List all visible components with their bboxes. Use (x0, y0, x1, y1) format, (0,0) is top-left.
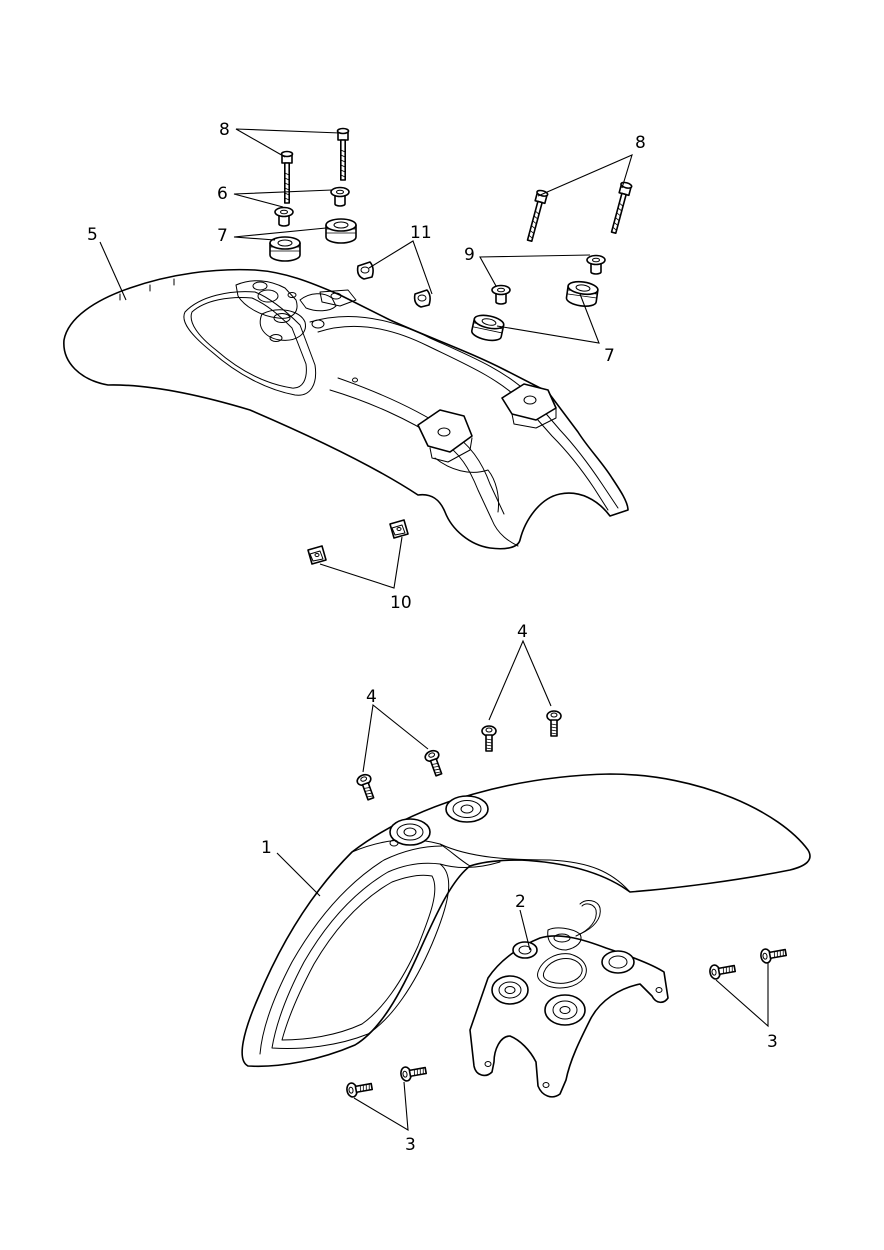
grommets-item-7-right (469, 279, 600, 344)
callout-8-right: 8 (635, 133, 646, 153)
callout-1: 1 (261, 838, 272, 858)
callout-4-right: 4 (517, 622, 528, 642)
quarter-turn-fasteners-item-11 (356, 261, 431, 308)
callout-9: 9 (464, 245, 475, 265)
callout-2: 2 (515, 892, 526, 912)
callout-11: 11 (410, 223, 432, 243)
callout-8-left: 8 (219, 120, 230, 140)
callout-labels: 8 6 7 5 11 8 9 7 10 4 4 1 2 3 3 (87, 120, 778, 1155)
mudguard-bracket (469, 900, 669, 1098)
bolts-item-8-right (523, 180, 634, 243)
callout-7-right: 7 (604, 346, 615, 366)
callout-5: 5 (87, 225, 98, 245)
callout-6: 6 (217, 184, 228, 204)
callout-3-right: 3 (767, 1032, 778, 1052)
leader-lines (99, 128, 769, 1132)
rear-mudguard (63, 268, 629, 550)
front-mudguard (241, 773, 811, 1068)
callout-3-left: 3 (405, 1135, 416, 1155)
clips-item-10 (307, 519, 409, 565)
screws-item-4-left (354, 748, 447, 802)
screws-item-4-right (481, 710, 562, 752)
callout-7-left: 7 (217, 226, 228, 246)
callout-4-left: 4 (366, 687, 377, 707)
screws-item-3-right (708, 944, 788, 981)
screws-item-3-left (345, 1062, 428, 1099)
callout-10: 10 (390, 593, 412, 613)
